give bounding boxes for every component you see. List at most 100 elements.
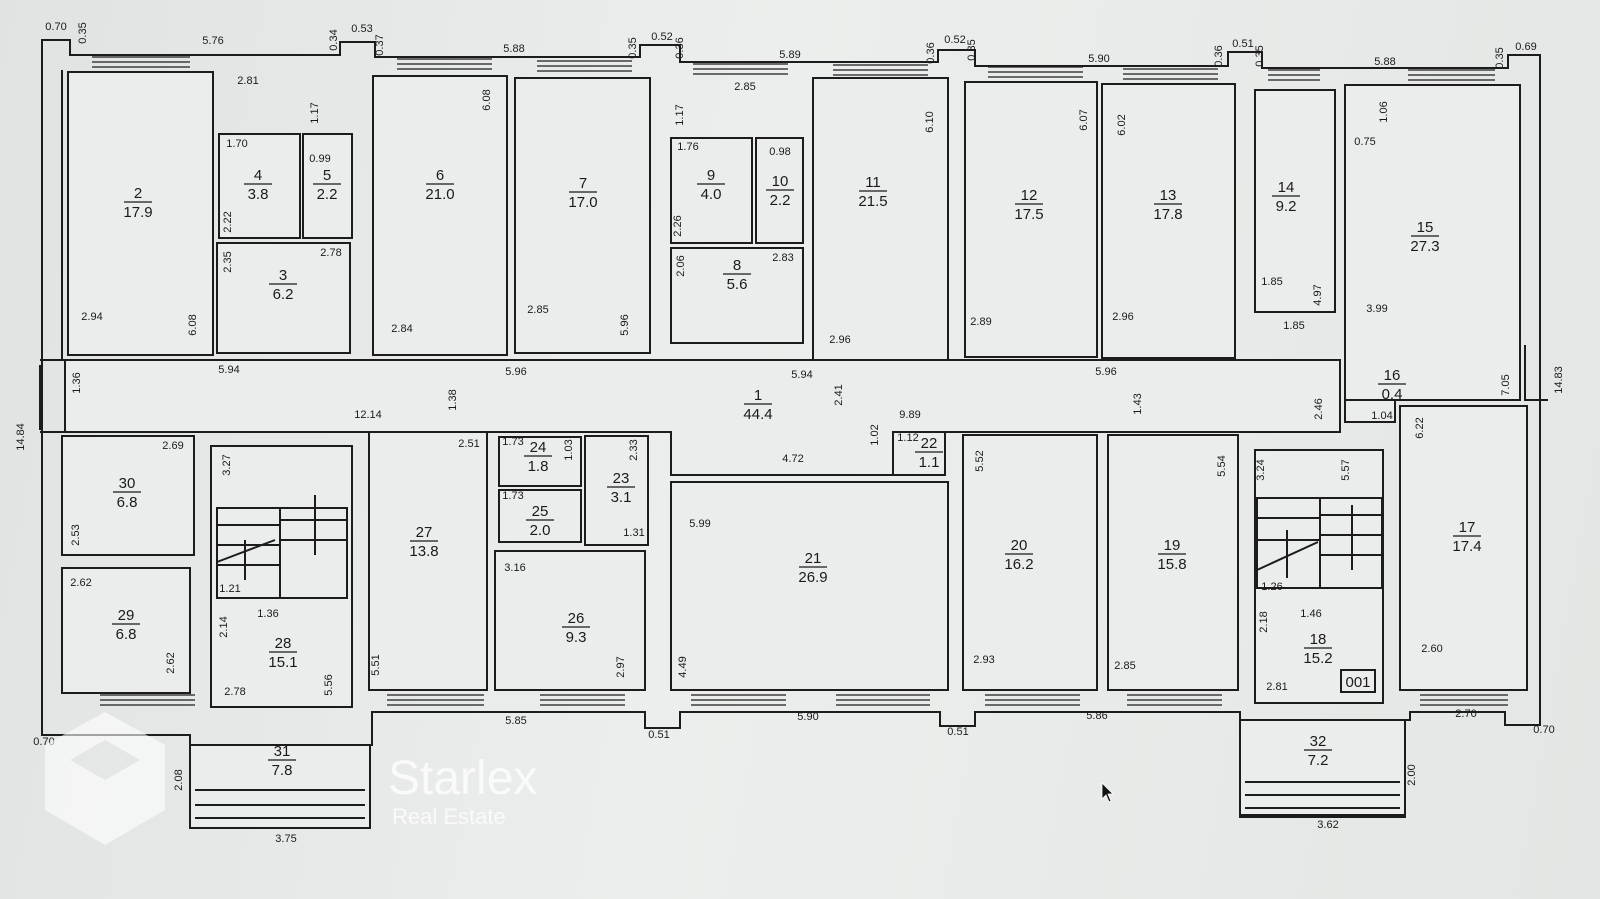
dimension-label: 3.99	[1366, 303, 1387, 315]
dimension-label: 2.06	[675, 255, 687, 276]
room-number: 13	[1160, 187, 1177, 204]
dimension-label: 1.36	[257, 608, 278, 620]
dimension-label: 5.51	[370, 654, 382, 675]
dimension-label: 2.35	[222, 251, 234, 272]
dimension-label: 3.16	[504, 562, 525, 574]
room-outline	[1399, 405, 1528, 691]
room-outline	[302, 133, 353, 239]
dimension-label: 2.81	[237, 75, 258, 87]
room-number: 32	[1310, 733, 1327, 750]
dimension-label: 1.31	[623, 527, 644, 539]
dimension-label: 0.70	[1533, 724, 1554, 736]
dimension-label: 0.69	[1515, 41, 1536, 53]
room-7: 717.0	[514, 77, 651, 354]
dimension-label: 1.21	[219, 583, 240, 595]
window	[537, 60, 632, 72]
window	[1408, 69, 1495, 81]
room-16: 160.4	[1344, 367, 1406, 423]
room-number: 26	[568, 610, 585, 627]
mouse-cursor-icon	[1101, 782, 1114, 803]
room-21: 21 26.9	[670, 481, 949, 691]
room-area: 0.4	[1382, 386, 1403, 403]
room-area: 15.8	[1157, 556, 1186, 573]
window	[1268, 69, 1320, 81]
dimension-label: 0.51	[947, 726, 968, 738]
room-number: 25	[532, 503, 549, 520]
dimension-label: 2.62	[70, 577, 91, 589]
room-area: 2.2	[317, 186, 338, 203]
dimension-label: 2.26	[672, 215, 684, 236]
room-area: 4.0	[701, 186, 722, 203]
staircase-right	[1256, 497, 1383, 589]
room-number: 31	[274, 743, 291, 760]
dimension-label: 6.08	[187, 314, 199, 335]
room-area: 17.8	[1153, 206, 1182, 223]
dimension-label: 1.04	[1371, 410, 1392, 422]
dimension-label: 0.36	[1213, 45, 1225, 66]
room-22: 221.1	[892, 431, 946, 476]
room-outline	[670, 247, 804, 344]
watermark-subtitle: Real Estate	[392, 804, 506, 829]
staircase-left	[216, 495, 348, 599]
room-number: 11	[865, 174, 881, 191]
room-outline	[498, 436, 582, 487]
room-outline	[670, 481, 949, 691]
dimension-label: 5.90	[1088, 53, 1109, 65]
room-number: 4	[254, 167, 262, 184]
room-area: 26.9	[798, 569, 827, 586]
dimension-label: 0.37	[374, 34, 386, 55]
room-number: 23	[613, 470, 630, 487]
dimension-label: 6.22	[1414, 417, 1426, 438]
dimension-label: 2.62	[165, 652, 177, 673]
rooms: 144.4217.936.243.852.2621.0717.085.694.0…	[61, 71, 1528, 829]
window	[1123, 68, 1218, 80]
room-outline	[670, 137, 753, 244]
room-23: 233.1	[584, 435, 649, 546]
entrance-steps	[195, 781, 1400, 819]
room-area: 27.3	[1410, 238, 1439, 255]
dimension-label: 6.07	[1078, 109, 1090, 130]
dimension-label: 6.10	[924, 111, 936, 132]
dimension-label: 12.14	[354, 409, 382, 421]
room-area: 1.8	[528, 458, 549, 475]
dimension-label: 2.60	[1421, 643, 1442, 655]
dimension-label: 5.57	[1340, 459, 1352, 480]
window	[387, 694, 484, 706]
dimension-label: 9.89	[899, 409, 920, 421]
watermark-brand: Starlex	[388, 752, 537, 805]
room-number: 29	[118, 607, 135, 624]
room-number: 17	[1459, 519, 1476, 536]
room-6: 621.0	[372, 75, 508, 356]
room-area: 15.2	[1303, 650, 1332, 667]
window	[836, 694, 930, 706]
dimension-label: 0.52	[651, 31, 672, 43]
room-number: 21	[805, 550, 822, 567]
dimension-label: 5.94	[218, 364, 239, 376]
dimension-label: 2.69	[162, 440, 183, 452]
dimension-label: 2.96	[829, 334, 850, 346]
room-area: 9.2	[1276, 198, 1297, 215]
room-outline	[584, 435, 649, 546]
room-outline	[1254, 89, 1336, 313]
room-area: 17.4	[1452, 538, 1481, 555]
dimension-label: 0.36	[925, 42, 937, 63]
dimension-label: 5.88	[1374, 56, 1395, 68]
room-number: 28	[275, 635, 292, 652]
dimension-label: 1.17	[309, 102, 321, 123]
dimension-label: 0.52	[944, 34, 965, 46]
dimension-label: 14.83	[1553, 366, 1565, 394]
windows	[92, 56, 1508, 706]
room-number: 9	[707, 167, 715, 184]
dimension-label: 2.41	[833, 384, 845, 405]
dimension-label: 0.34	[328, 29, 340, 50]
unit-tag: 001	[1340, 669, 1376, 693]
room-outline	[964, 81, 1098, 358]
room-31: 317.8	[189, 743, 371, 829]
room-24: 241.8	[498, 436, 582, 487]
dimension-label: 2.84	[391, 323, 412, 335]
room-number: 12	[1021, 187, 1038, 204]
room-outline	[61, 435, 195, 556]
